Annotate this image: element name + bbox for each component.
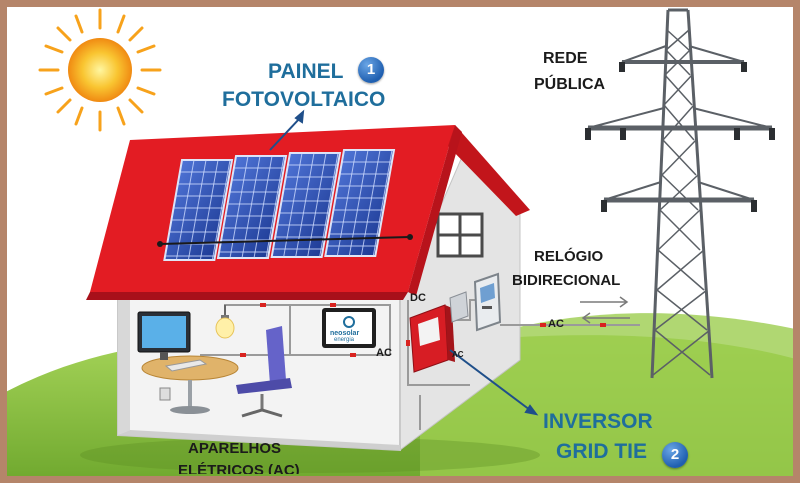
ac-grid-label: AC bbox=[548, 318, 564, 330]
monitoring-screen bbox=[322, 308, 376, 348]
ac-inverter-label: AC bbox=[452, 350, 464, 359]
wire-markers bbox=[240, 303, 606, 357]
leader-arrows bbox=[269, 109, 539, 416]
inverter-icon bbox=[409, 291, 469, 373]
inversor-label: INVERSOR bbox=[543, 410, 653, 433]
desk-with-computer bbox=[137, 311, 239, 414]
relogio-label: RELÓGIO bbox=[534, 248, 604, 265]
grid-tie-label: GRID TIE bbox=[556, 440, 648, 463]
sun-icon bbox=[38, 8, 162, 132]
ac-house-label: AC bbox=[376, 347, 392, 359]
badge-2: 2 bbox=[662, 442, 688, 468]
lamp-icon bbox=[215, 305, 235, 339]
publica-label: PÚBLICA bbox=[534, 76, 606, 93]
transmission-tower-icon bbox=[587, 8, 773, 379]
bidirecional-label: BIDIRECIONAL bbox=[512, 272, 621, 289]
dc-label: DC bbox=[410, 292, 426, 304]
rede-label: REDE bbox=[543, 50, 588, 67]
eletricos-label: ELÉTRICOS (AC) bbox=[178, 462, 300, 474]
aparelhos-label: APARELHOS bbox=[188, 440, 282, 457]
badge-1: 1 bbox=[358, 57, 384, 83]
solar-panels bbox=[157, 149, 413, 261]
monitor-brand: neosolar bbox=[330, 330, 360, 337]
painel-label: PAINEL bbox=[268, 60, 344, 83]
bidirectional-arrows-icon bbox=[580, 296, 630, 324]
chair-icon bbox=[236, 326, 292, 418]
monitor-sub: energia bbox=[334, 337, 355, 343]
insulators bbox=[585, 62, 775, 212]
bidirectional-meter-icon bbox=[473, 272, 502, 332]
power-outlet bbox=[159, 387, 171, 401]
fotovoltaico-label: FOTOVOLTAICO bbox=[222, 88, 386, 111]
